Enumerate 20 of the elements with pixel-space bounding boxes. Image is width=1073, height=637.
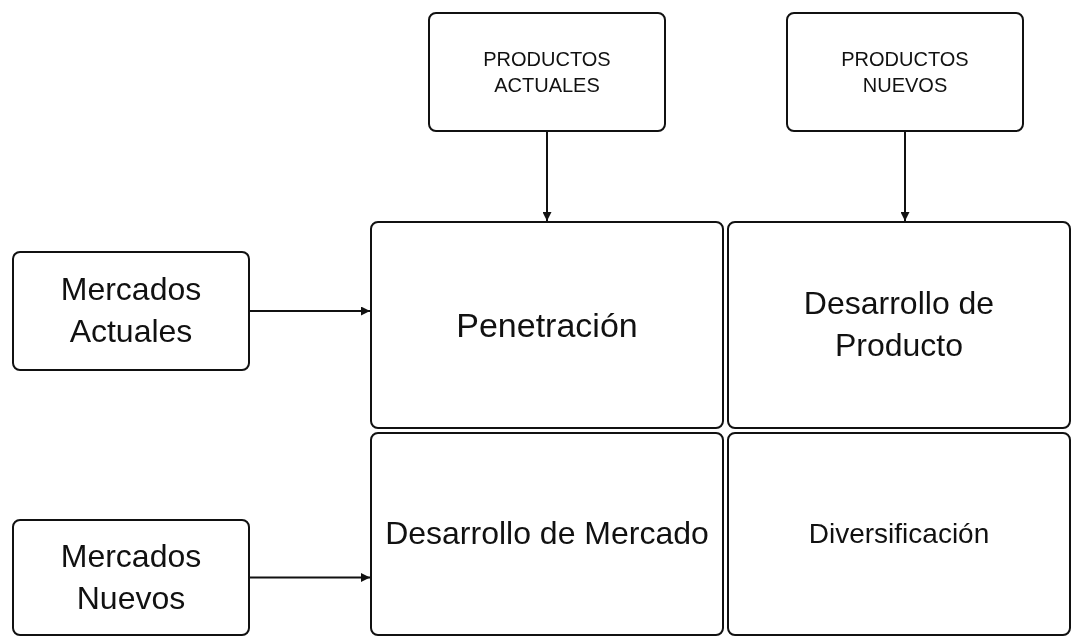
arrow bbox=[542, 131, 552, 222]
row-header-box bbox=[12, 251, 250, 371]
node-label: Desarrollo de Mercado bbox=[385, 514, 709, 554]
node-label: PRODUCTOS NUEVOS bbox=[840, 47, 970, 98]
row-header-box bbox=[12, 519, 250, 636]
arrow bbox=[249, 306, 371, 316]
arrow bbox=[900, 131, 910, 222]
matrix-cell bbox=[727, 221, 1071, 429]
matrix-cell bbox=[370, 221, 724, 429]
node-label: Desarrollo de Producto bbox=[802, 284, 996, 365]
node-label: Mercados Nuevos bbox=[59, 536, 203, 618]
arrow bbox=[249, 573, 371, 582]
node-label: Diversificación bbox=[808, 516, 990, 551]
matrix-cell bbox=[370, 432, 724, 636]
header-box bbox=[786, 12, 1024, 132]
node-label: Penetración bbox=[456, 304, 638, 346]
matrix-cell bbox=[727, 432, 1071, 636]
header-box bbox=[428, 12, 666, 132]
node-label: PRODUCTOS ACTUALES bbox=[482, 47, 612, 98]
node-label: Mercados Actuales bbox=[59, 270, 203, 351]
